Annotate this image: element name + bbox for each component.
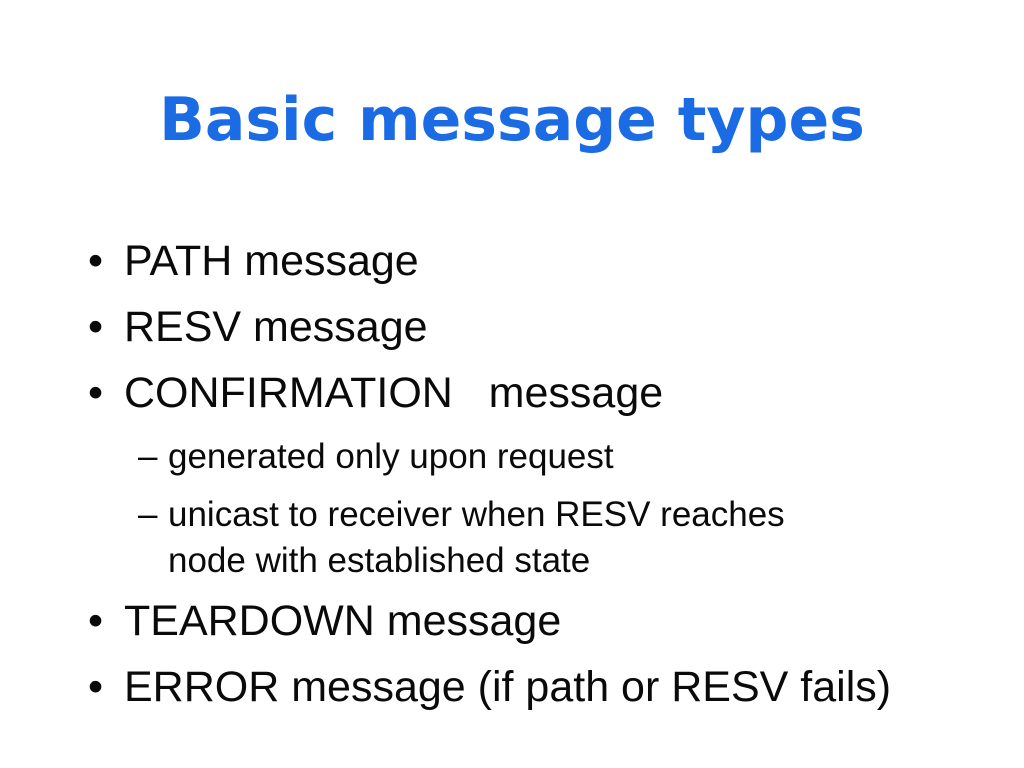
bullet-text: ERROR message (if path or RESV fails) bbox=[124, 663, 892, 711]
list-item: • ERROR message (if path or RESV fails) bbox=[88, 662, 978, 712]
list-item: • TEARDOWN message bbox=[88, 596, 978, 646]
bullet-text: CONFIRMATION message bbox=[124, 369, 664, 417]
list-item: • PATH message bbox=[88, 236, 978, 286]
sub-list-item: – unicast to receiver when RESV reaches … bbox=[88, 492, 978, 584]
sub-list-item: – generated only upon request bbox=[88, 434, 978, 480]
list-item: • CONFIRMATION message bbox=[88, 368, 978, 418]
bullet-text: generated only upon request bbox=[168, 437, 614, 476]
bullet-icon: • bbox=[88, 369, 104, 417]
bullet-text: unicast to receiver when RESV reaches no… bbox=[168, 495, 795, 580]
slide-title: Basic message types bbox=[159, 85, 865, 155]
dash-icon: – bbox=[138, 495, 158, 534]
bullet-list: • PATH message • RESV message • CONFIRMA… bbox=[88, 236, 978, 728]
list-item: • RESV message bbox=[88, 302, 978, 352]
bullet-text: RESV message bbox=[124, 303, 428, 351]
bullet-icon: • bbox=[88, 663, 104, 711]
dash-icon: – bbox=[138, 437, 158, 476]
bullet-text: PATH message bbox=[124, 237, 419, 285]
bullet-text: TEARDOWN message bbox=[124, 597, 562, 645]
bullet-icon: • bbox=[88, 303, 104, 351]
bullet-icon: • bbox=[88, 237, 104, 285]
bullet-icon: • bbox=[88, 597, 104, 645]
